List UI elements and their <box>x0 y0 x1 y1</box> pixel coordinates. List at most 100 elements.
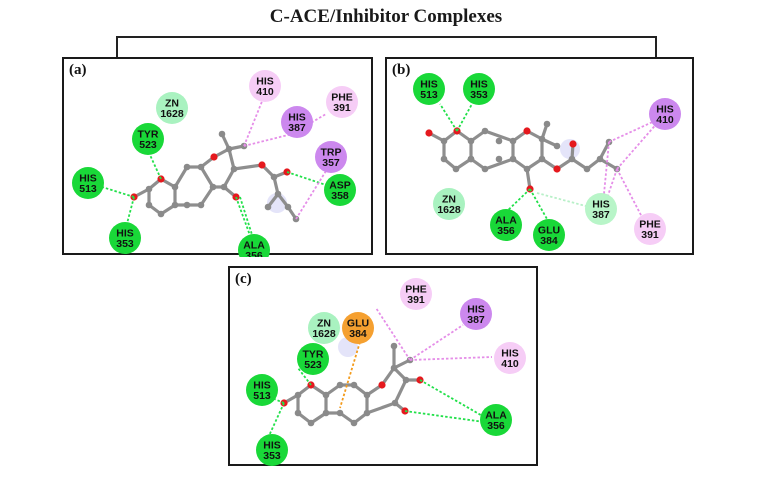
oxygen-atom <box>523 127 531 135</box>
carbon-atom <box>336 381 344 389</box>
residue-number: 387 <box>467 314 485 326</box>
oxygen-atom <box>378 381 386 389</box>
carbon-atom <box>294 409 302 417</box>
carbon-atom <box>363 391 371 399</box>
carbon-atom <box>363 409 371 417</box>
residue-bubble <box>490 209 522 241</box>
carbon-atom <box>294 391 302 399</box>
residue-name: GLU <box>347 318 369 330</box>
residue-bubble <box>156 92 188 124</box>
residue-number: 523 <box>304 359 322 371</box>
residue-bubble <box>533 219 565 251</box>
hbond-line <box>419 379 487 419</box>
molecule-bond <box>365 401 397 415</box>
hbond-line <box>267 402 285 439</box>
residue-number: 1628 <box>160 108 184 120</box>
residue-number: 1628 <box>437 204 461 216</box>
residue-bubble <box>460 298 492 330</box>
residue-name: TYR <box>303 349 324 361</box>
carbon-atom <box>145 201 153 209</box>
molecule-bond <box>483 129 515 143</box>
hbond-line <box>239 196 255 242</box>
alkyl-line <box>243 93 266 147</box>
residue-name: HIS <box>253 380 271 392</box>
carbon-atom <box>481 165 489 173</box>
residue-bubble <box>433 188 465 220</box>
oxygen-atom <box>553 165 561 173</box>
alkyl-line <box>608 118 660 143</box>
residue-bubble <box>308 312 340 344</box>
hbond-line <box>286 171 333 188</box>
bracket-left-drop <box>116 36 118 58</box>
residue-name: ALA <box>495 215 517 227</box>
residue-number: 391 <box>407 294 425 306</box>
carbon-atom <box>171 183 179 191</box>
residue-bubble <box>326 86 358 118</box>
carbon-atom <box>481 127 489 135</box>
hbond-line <box>235 196 253 242</box>
residue-name: ASP <box>329 180 351 192</box>
hbond-line <box>297 367 312 386</box>
oxygen-atom <box>401 407 409 415</box>
residue-name: HIS <box>592 199 610 211</box>
carbon-atom <box>220 183 228 191</box>
residue-bubble <box>324 174 356 206</box>
residue-name: HIS <box>467 304 485 316</box>
carbon-atom <box>225 145 233 153</box>
molecule-bond <box>483 157 515 171</box>
residue-name: PHE <box>331 92 353 104</box>
molecule-bond <box>227 147 236 171</box>
residue-number: 353 <box>116 238 134 250</box>
residue-number: 358 <box>331 190 349 202</box>
carbon-atom <box>538 155 546 163</box>
residue-bubble <box>281 106 313 138</box>
carbon-atom <box>495 137 503 145</box>
carbon-atom <box>391 399 399 407</box>
residue-name: PHE <box>639 219 661 231</box>
alkyl-line <box>616 120 660 170</box>
panel-label: (b) <box>392 62 411 78</box>
carbon-atom <box>553 142 561 150</box>
carbon-atom <box>440 155 448 163</box>
figure-title: C-ACE/Inhibitor Complexes <box>269 6 503 27</box>
alkyl-line <box>375 307 411 361</box>
residue-number: 387 <box>592 209 610 221</box>
panel-label: (a) <box>69 62 87 78</box>
residue-name: ZN <box>442 194 456 206</box>
molecule-bond <box>222 167 236 189</box>
carbon-atom <box>336 409 344 417</box>
carbon-atom <box>523 165 531 173</box>
residue-number: 410 <box>656 114 674 126</box>
residue-name: ALA <box>485 410 507 422</box>
residue-name: HIS <box>116 228 134 240</box>
carbon-atom <box>350 419 358 427</box>
residue-bubble <box>463 73 495 105</box>
carbon-atom <box>440 137 448 145</box>
carbon-atom <box>197 201 205 209</box>
residue-bubble <box>132 123 164 155</box>
carbon-atom <box>307 419 315 427</box>
residue-bubble <box>400 278 432 310</box>
molecule-bond <box>232 163 264 171</box>
residue-bubble <box>585 193 617 225</box>
panel-label: (c) <box>235 271 252 287</box>
residue-number: 513 <box>79 183 97 195</box>
molecule-bond <box>199 185 215 207</box>
residue-bubble <box>246 374 278 406</box>
residue-name: ZN <box>317 318 331 330</box>
